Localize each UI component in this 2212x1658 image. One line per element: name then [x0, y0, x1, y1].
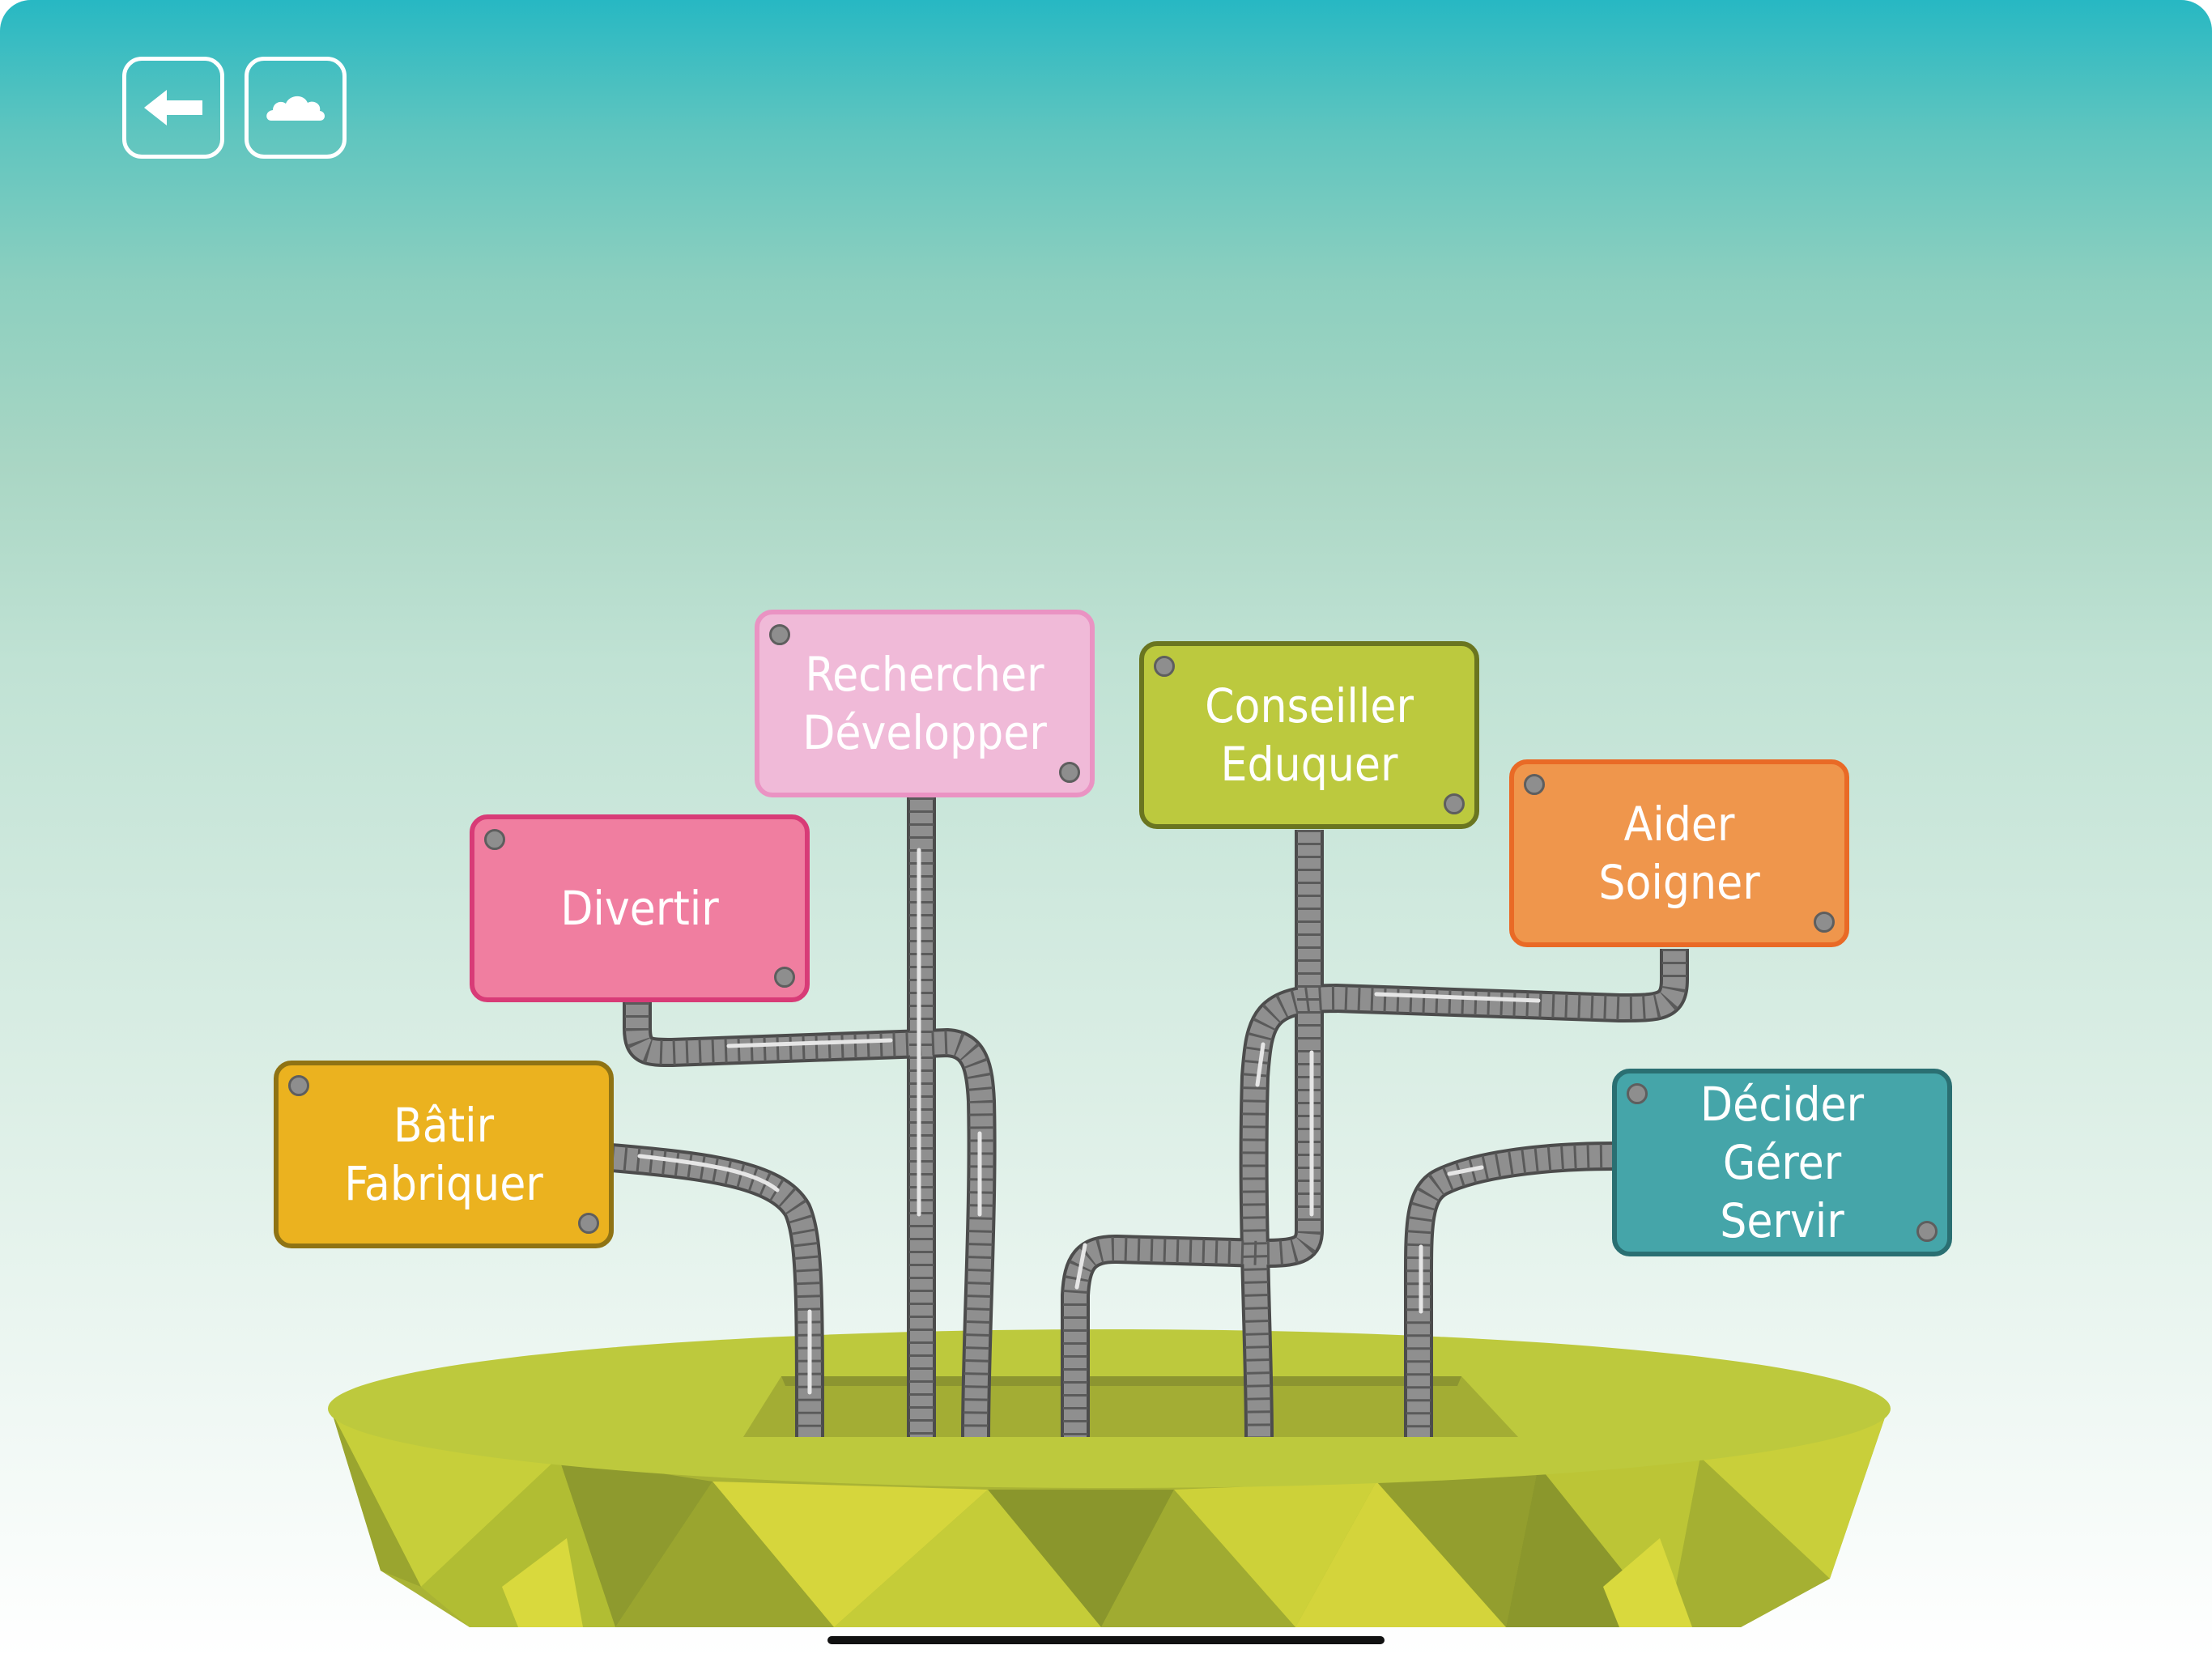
bolt-icon [578, 1213, 599, 1234]
island-pit-back [781, 1376, 1461, 1386]
sign-label: Servir [1720, 1193, 1844, 1248]
bolt-icon [288, 1075, 309, 1096]
bolt-icon [1916, 1221, 1938, 1242]
cloud-button[interactable] [245, 57, 347, 159]
bolt-icon [1154, 656, 1175, 677]
sign-label: Divertir [560, 881, 719, 936]
bolt-icon [484, 829, 505, 850]
back-button[interactable] [122, 57, 224, 159]
bolt-icon [769, 624, 790, 645]
bolt-icon [1814, 912, 1835, 933]
bolt-icon [774, 967, 795, 988]
island-pit [743, 1376, 1518, 1437]
sign-label: Décider [1699, 1077, 1865, 1132]
sign-label: Aider [1623, 797, 1735, 852]
pipes [610, 797, 1689, 1438]
bolt-icon [1524, 774, 1545, 795]
sign-divertir[interactable]: Divertir [470, 814, 810, 1002]
sign-label: Soigner [1598, 855, 1760, 910]
bolt-icon [1627, 1083, 1648, 1104]
bolt-icon [1444, 793, 1465, 814]
sign-label: Rechercher [805, 647, 1044, 702]
sign-label: Développer [802, 705, 1047, 760]
bolt-icon [1059, 762, 1080, 783]
cloud-icon [266, 96, 325, 121]
sign-label: Gérer [1722, 1135, 1842, 1190]
sign-label: Bâtir [393, 1098, 495, 1153]
home-indicator [827, 1636, 1385, 1644]
sign-label: Eduquer [1220, 737, 1398, 792]
sign-label: Fabriquer [344, 1156, 543, 1211]
arrow-left-icon [144, 90, 202, 125]
island [328, 1329, 1891, 1627]
sign-label: Conseiller [1205, 678, 1414, 733]
